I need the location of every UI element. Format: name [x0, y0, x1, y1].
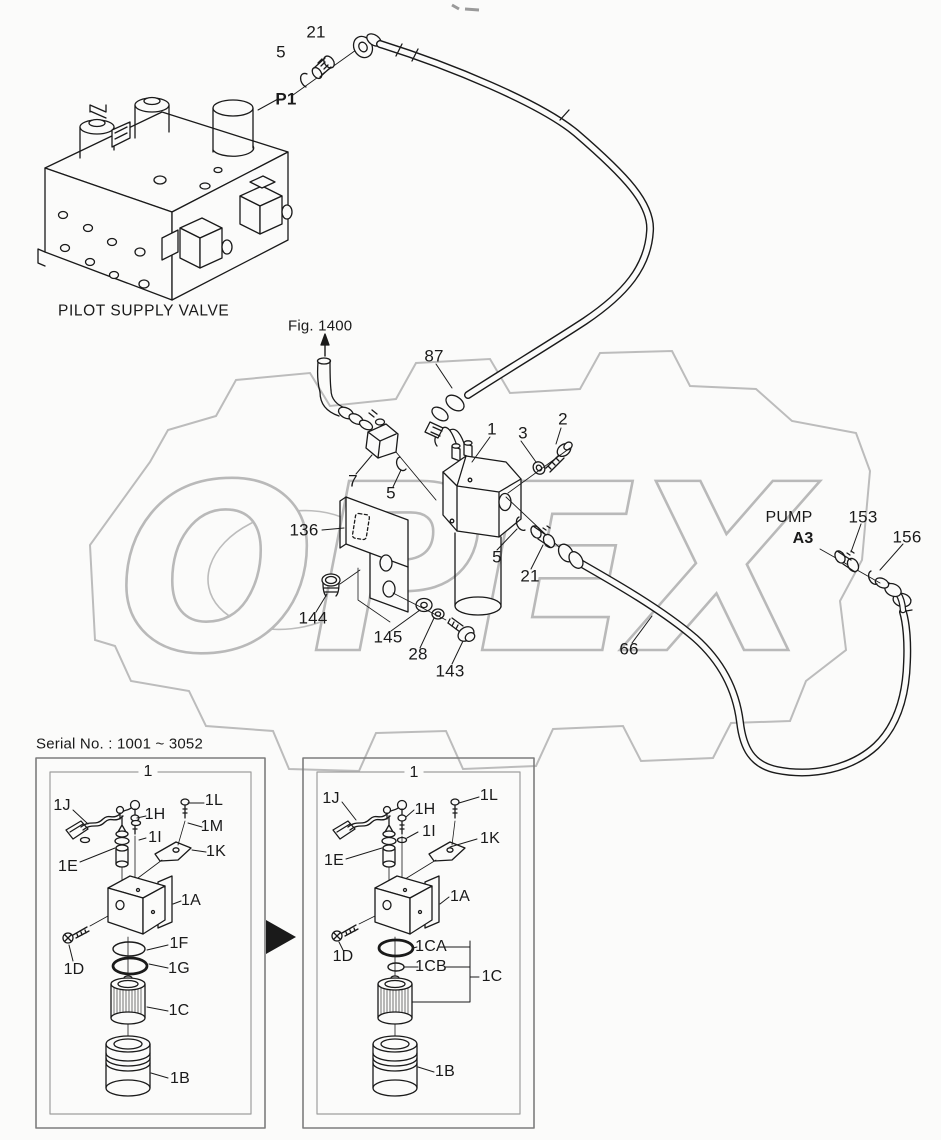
callout-5-right: 5 [492, 547, 502, 567]
hose-87 [376, 40, 655, 422]
inset-new-1H: 1H [414, 801, 436, 818]
inset-box-old [35, 757, 266, 1129]
pilot-supply-valve-block [37, 96, 293, 301]
inset-old-1H: 1H [144, 806, 166, 823]
o-rings-new [377, 938, 415, 972]
inset-old-1C: 1C [168, 1002, 190, 1019]
callout-136: 136 [289, 520, 319, 540]
fig-reference-label: Fig. 1400 [288, 317, 353, 335]
inset-old-1K: 1K [206, 843, 226, 860]
callout-5-top: 5 [276, 42, 286, 62]
hose-66-and-fittings [496, 496, 913, 777]
callout-87: 87 [424, 346, 444, 366]
inset-new-1E: 1E [324, 852, 344, 869]
inset-old-leaders [68, 802, 207, 1079]
inset-old-1G: 1G [168, 960, 190, 977]
mounting-bracket-136 [315, 496, 476, 665]
pump-label: PUMP [765, 509, 813, 526]
inset-new-1B: 1B [435, 1063, 455, 1080]
callout-2: 2 [558, 409, 568, 429]
callout-7: 7 [348, 471, 358, 491]
exploded-filter-old [62, 798, 192, 1097]
callout-21-top: 21 [306, 22, 326, 42]
callout-153: 153 [848, 507, 878, 527]
callout-156: 156 [892, 527, 922, 547]
port-label-p1: P1 [275, 89, 297, 109]
inset-old-1M: 1M [200, 818, 224, 835]
serial-range-note: Serial No. : 1001 ~ 3052 [36, 735, 203, 753]
inset-old-1A: 1A [181, 892, 201, 909]
exploded-filter-new [331, 798, 466, 1097]
callout-144: 144 [298, 608, 328, 628]
callout-28: 28 [408, 644, 428, 664]
inset-new-leaders [338, 796, 480, 1073]
inset-new-1I: 1I [422, 823, 436, 840]
inset-new-1C: 1C [481, 968, 503, 985]
inset-new-1A: 1A [450, 888, 470, 905]
pilot-filter-assembly [424, 421, 573, 616]
inset-old-1I: 1I [148, 829, 162, 846]
fig-1400-reference [316, 333, 437, 501]
inset-new-1D: 1D [332, 948, 354, 965]
inset-old-1J: 1J [53, 797, 71, 814]
inset-box-new [302, 757, 535, 1129]
callout-145: 145 [373, 627, 403, 647]
inset-old-1L: 1L [204, 792, 224, 809]
inset-new-1L: 1L [479, 787, 499, 804]
callout-3: 3 [518, 423, 528, 443]
o-rings-old [79, 819, 149, 976]
inset-new-1CB: 1CB [415, 958, 447, 975]
inset-new-1CA: 1CA [415, 938, 447, 955]
inset-new-1K: 1K [480, 830, 500, 847]
inset-old-1E: 1E [58, 858, 78, 875]
inset-old-1F: 1F [169, 935, 189, 952]
pump-port-a3: A3 [792, 530, 814, 547]
revision-arrow-icon [266, 920, 296, 954]
scan-artifact [451, 3, 480, 12]
callout-5-mid: 5 [386, 483, 396, 503]
callout-21-right: 21 [520, 566, 540, 586]
inset-old-assembly-label: 1 [143, 763, 153, 780]
inset-old-1D: 1D [63, 961, 85, 978]
inset-new-1J: 1J [322, 790, 340, 807]
valve-title: PILOT SUPPLY VALVE [58, 302, 230, 320]
callout-66: 66 [619, 639, 639, 659]
inset-old-1B: 1B [170, 1070, 190, 1087]
callout-143: 143 [435, 661, 465, 681]
p1-port-fittings [257, 33, 382, 111]
callout-1: 1 [487, 419, 497, 439]
inset-new-assembly-label: 1 [409, 764, 419, 781]
